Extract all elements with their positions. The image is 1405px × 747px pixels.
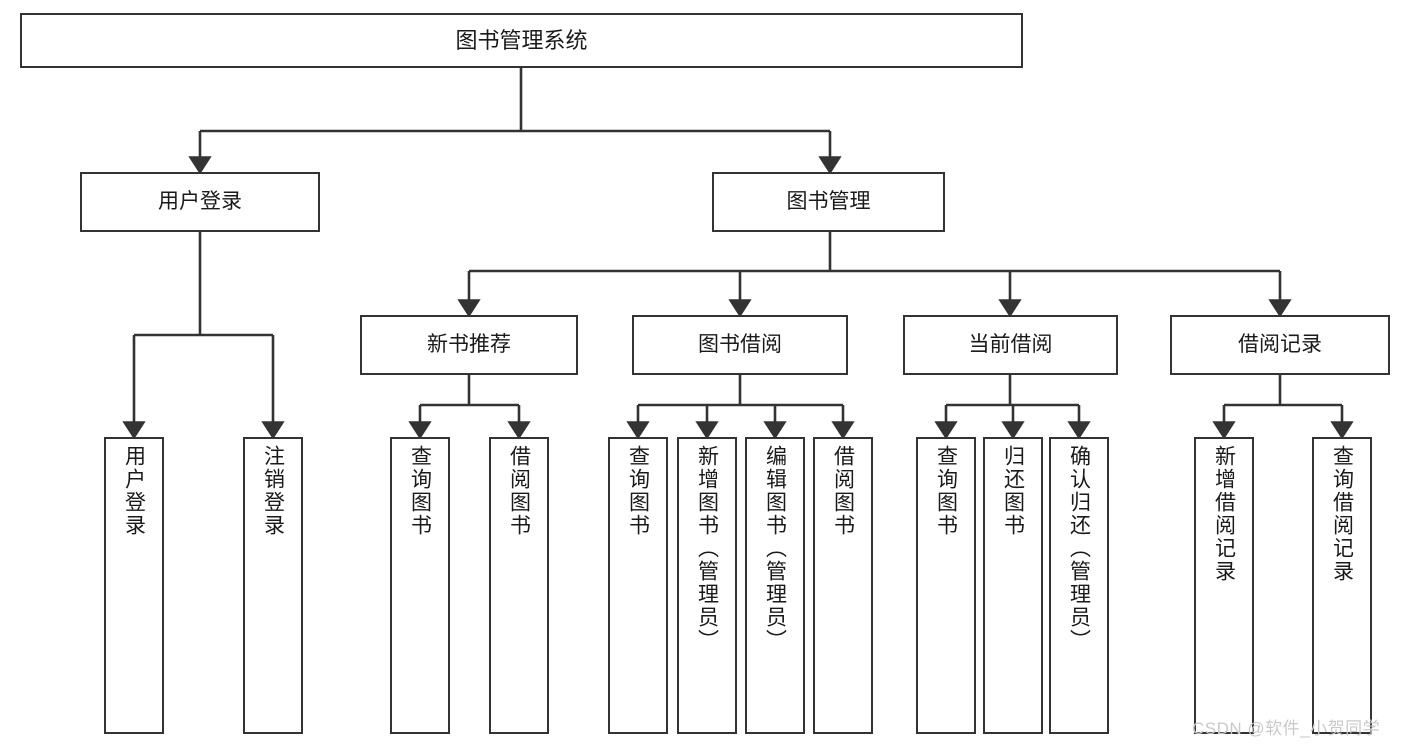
node-leaf-borrow-book-rec[interactable]: 借阅图书 xyxy=(489,437,549,734)
node-user-login-label: 用户登录 xyxy=(158,189,242,213)
node-leaf-confirm-return[interactable]: 确认归还（管理员） xyxy=(1049,437,1109,734)
node-new-book-rec[interactable]: 新书推荐 xyxy=(360,315,578,375)
node-leaf-query-book-b[interactable]: 查询图书 xyxy=(608,437,668,734)
node-root-label: 图书管理系统 xyxy=(455,27,588,53)
node-current-borrow-label: 当前借阅 xyxy=(968,332,1053,356)
node-leaf-user-login-label: 用户登录 xyxy=(122,445,146,537)
node-borrow-record[interactable]: 借阅记录 xyxy=(1170,315,1390,375)
node-leaf-add-record-label: 新增借阅记录 xyxy=(1212,445,1236,583)
node-leaf-query-book-b-label: 查询图书 xyxy=(626,445,650,537)
node-leaf-query-book-c[interactable]: 查询图书 xyxy=(916,437,976,734)
node-leaf-query-book-c-label: 查询图书 xyxy=(934,445,958,537)
node-current-borrow[interactable]: 当前借阅 xyxy=(903,315,1118,375)
node-book-borrow[interactable]: 图书借阅 xyxy=(632,315,848,375)
node-root[interactable]: 图书管理系统 xyxy=(20,13,1023,68)
node-leaf-query-book-rec[interactable]: 查询图书 xyxy=(390,437,450,734)
node-leaf-borrow-book-b[interactable]: 借阅图书 xyxy=(813,437,873,734)
node-book-manage[interactable]: 图书管理 xyxy=(712,172,945,232)
node-leaf-user-login[interactable]: 用户登录 xyxy=(104,437,164,734)
node-leaf-borrow-book-b-label: 借阅图书 xyxy=(831,445,855,537)
node-leaf-query-book-rec-label: 查询图书 xyxy=(408,445,432,537)
node-leaf-query-record[interactable]: 查询借阅记录 xyxy=(1312,437,1372,734)
node-leaf-return-book-label: 归还图书 xyxy=(1001,445,1025,537)
node-leaf-edit-book[interactable]: 编辑图书（管理员） xyxy=(745,437,805,734)
csdn-watermark: CSDN @软件_小贺同学 xyxy=(1192,719,1381,738)
node-leaf-edit-book-label: 编辑图书（管理员） xyxy=(763,445,787,652)
node-leaf-query-record-label: 查询借阅记录 xyxy=(1330,445,1354,583)
node-leaf-add-book-label: 新增图书（管理员） xyxy=(695,445,719,652)
node-book-borrow-label: 图书借阅 xyxy=(698,332,782,356)
node-borrow-record-label: 借阅记录 xyxy=(1238,332,1322,356)
node-user-login[interactable]: 用户登录 xyxy=(80,172,320,232)
node-leaf-logout-label: 注销登录 xyxy=(261,445,285,537)
node-leaf-borrow-book-rec-label: 借阅图书 xyxy=(507,445,531,537)
node-leaf-add-book[interactable]: 新增图书（管理员） xyxy=(677,437,737,734)
node-book-manage-label: 图书管理 xyxy=(786,189,871,213)
node-new-book-rec-label: 新书推荐 xyxy=(427,332,511,356)
node-leaf-add-record[interactable]: 新增借阅记录 xyxy=(1194,437,1254,734)
node-leaf-confirm-return-label: 确认归还（管理员） xyxy=(1067,445,1091,652)
node-leaf-return-book[interactable]: 归还图书 xyxy=(983,437,1043,734)
node-leaf-logout[interactable]: 注销登录 xyxy=(243,437,303,734)
